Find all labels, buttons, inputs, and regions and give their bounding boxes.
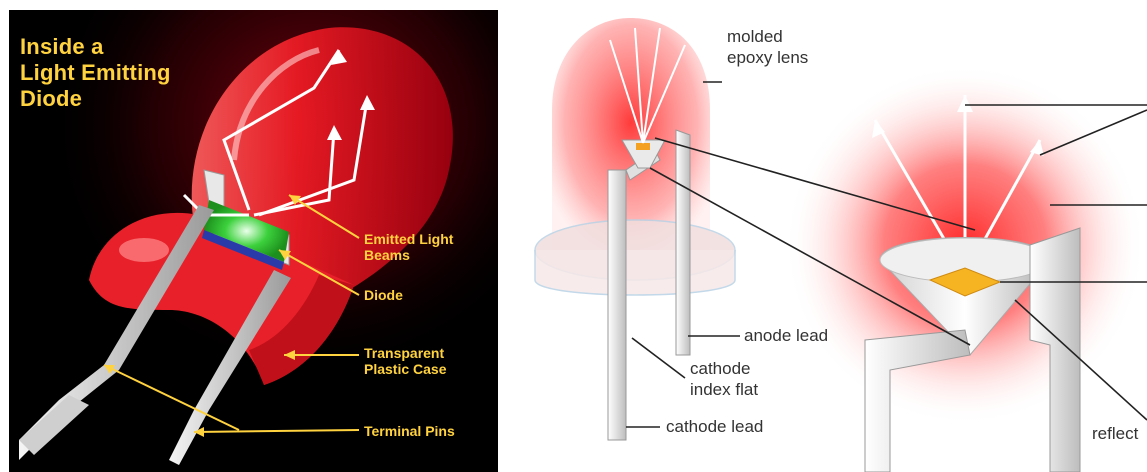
- label-lens-1: molded: [727, 27, 783, 47]
- label-lens-2: epoxy lens: [727, 48, 808, 68]
- cathode-lead: [608, 170, 626, 440]
- label-emitted-light-1: Emitted Light: [364, 231, 453, 247]
- label-cathode-lead: cathode lead: [666, 417, 763, 437]
- led-cutaway-diagram: Inside a Light Emitting Diode Emitted Li…: [9, 10, 498, 472]
- diagram-title-line-2: Light Emitting: [20, 60, 171, 86]
- label-reflector: reflect: [1092, 424, 1138, 444]
- label-diode: Diode: [364, 287, 403, 303]
- led-structure-illustration: [510, 0, 1147, 472]
- label-terminal-pins: Terminal Pins: [364, 423, 455, 439]
- label-cathode-flat-2: index flat: [690, 380, 758, 400]
- label-cathode-flat-1: cathode: [690, 359, 751, 379]
- label-case-1: Transparent: [364, 345, 444, 361]
- label-emitted-light-2: Beams: [364, 247, 410, 263]
- diagram-title-line-3: Diode: [20, 86, 82, 112]
- label-case-2: Plastic Case: [364, 361, 447, 377]
- led-structure-diagram: molded epoxy lens anode lead cathode ind…: [510, 0, 1147, 472]
- anode-lead: [676, 130, 690, 355]
- diagram-title-line-1: Inside a: [20, 34, 104, 60]
- label-anode-lead: anode lead: [744, 326, 828, 346]
